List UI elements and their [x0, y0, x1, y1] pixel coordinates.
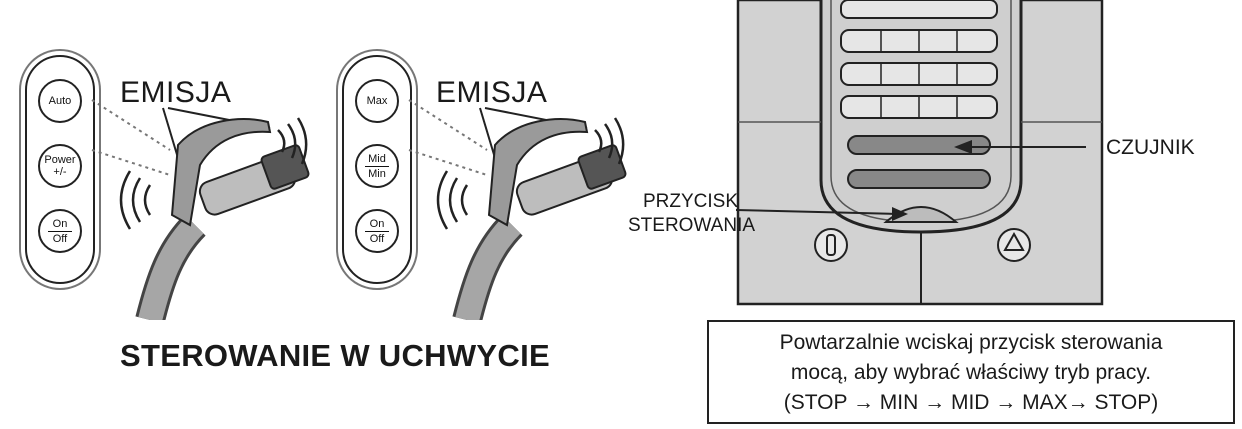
auto-button-icon: Auto: [38, 79, 82, 123]
signal-wave-icon: [436, 170, 469, 230]
instruction-line-3: (STOP → MIN → MID → MAX→ STOP): [783, 391, 1159, 414]
max-button-label: Max: [366, 95, 388, 107]
power-button-label: Power: [44, 154, 76, 166]
handle-illustration-left: [91, 99, 310, 320]
button-separator: [365, 230, 389, 232]
power-button-sublabel: +/-: [53, 166, 67, 178]
control-button-label-line1: PRZYCISK: [642, 191, 738, 212]
remote-pill-left: Auto Power +/- On Off: [25, 55, 95, 284]
vent-ribs: [880, 30, 958, 118]
instruction-line-1: Powtarzalnie wciskaj przycisk sterowania: [779, 331, 1163, 354]
button-separator: [48, 230, 72, 232]
callout-line: [162, 107, 179, 159]
handle-grip-shape: [487, 118, 589, 227]
power-button-icon: Power +/-: [38, 144, 82, 188]
on-off-button-icon: On Off: [38, 209, 82, 253]
on-button-label: On: [52, 217, 68, 230]
handle-illustration-middle: [408, 99, 627, 320]
sensor-label: CZUJNIK: [1106, 136, 1195, 159]
signal-wave-icon: [277, 117, 308, 165]
dotted-connector: [408, 149, 488, 176]
off-button-label: Off: [369, 232, 385, 245]
max-button-icon: Max: [355, 79, 399, 123]
on-off-button-icon: On Off: [355, 209, 399, 253]
remote-pill-middle: Max Mid Min On Off: [342, 55, 412, 284]
emission-label-middle: EMISJA: [436, 76, 548, 109]
mid-button-label: Mid: [368, 152, 386, 165]
sensor-slot: [847, 135, 991, 155]
control-pointer-head: [892, 207, 908, 221]
hose-shape: [138, 216, 204, 320]
sensor-arrow-head: [954, 140, 972, 154]
button-separator: [365, 165, 389, 167]
control-button-label-line2: STEROWANIA: [628, 215, 756, 236]
on-button-label: On: [369, 217, 385, 230]
instruction-line-2: mocą, aby wybrać właściwy tryb pracy.: [790, 361, 1152, 384]
hose-shape: [455, 216, 521, 320]
control-pointer: [736, 209, 899, 215]
dotted-connector: [408, 99, 488, 151]
min-button-label: Min: [368, 167, 386, 180]
power-icon: [814, 228, 848, 262]
recycle-icon: [997, 228, 1031, 262]
handle-grip-shape: [170, 118, 272, 227]
mid-min-button-icon: Mid Min: [355, 144, 399, 188]
control-button-label: PRZYCISK STEROWANIA: [628, 190, 756, 238]
dotted-connector: [91, 149, 171, 176]
sensor-slot-lower: [847, 169, 991, 189]
device-control-panel: [736, 0, 1104, 306]
off-button-label: Off: [52, 232, 68, 245]
instruction-box: Powtarzalnie wciskaj przycisk sterowania…: [707, 320, 1235, 424]
dotted-connector: [91, 99, 171, 151]
handle-control-title: STEROWANIE W UCHWYCIE: [120, 338, 550, 373]
signal-wave-icon: [119, 170, 152, 230]
signal-wave-icon: [594, 117, 625, 165]
callout-line: [479, 107, 496, 159]
auto-button-label: Auto: [48, 95, 72, 107]
emission-label-left: EMISJA: [120, 76, 232, 109]
